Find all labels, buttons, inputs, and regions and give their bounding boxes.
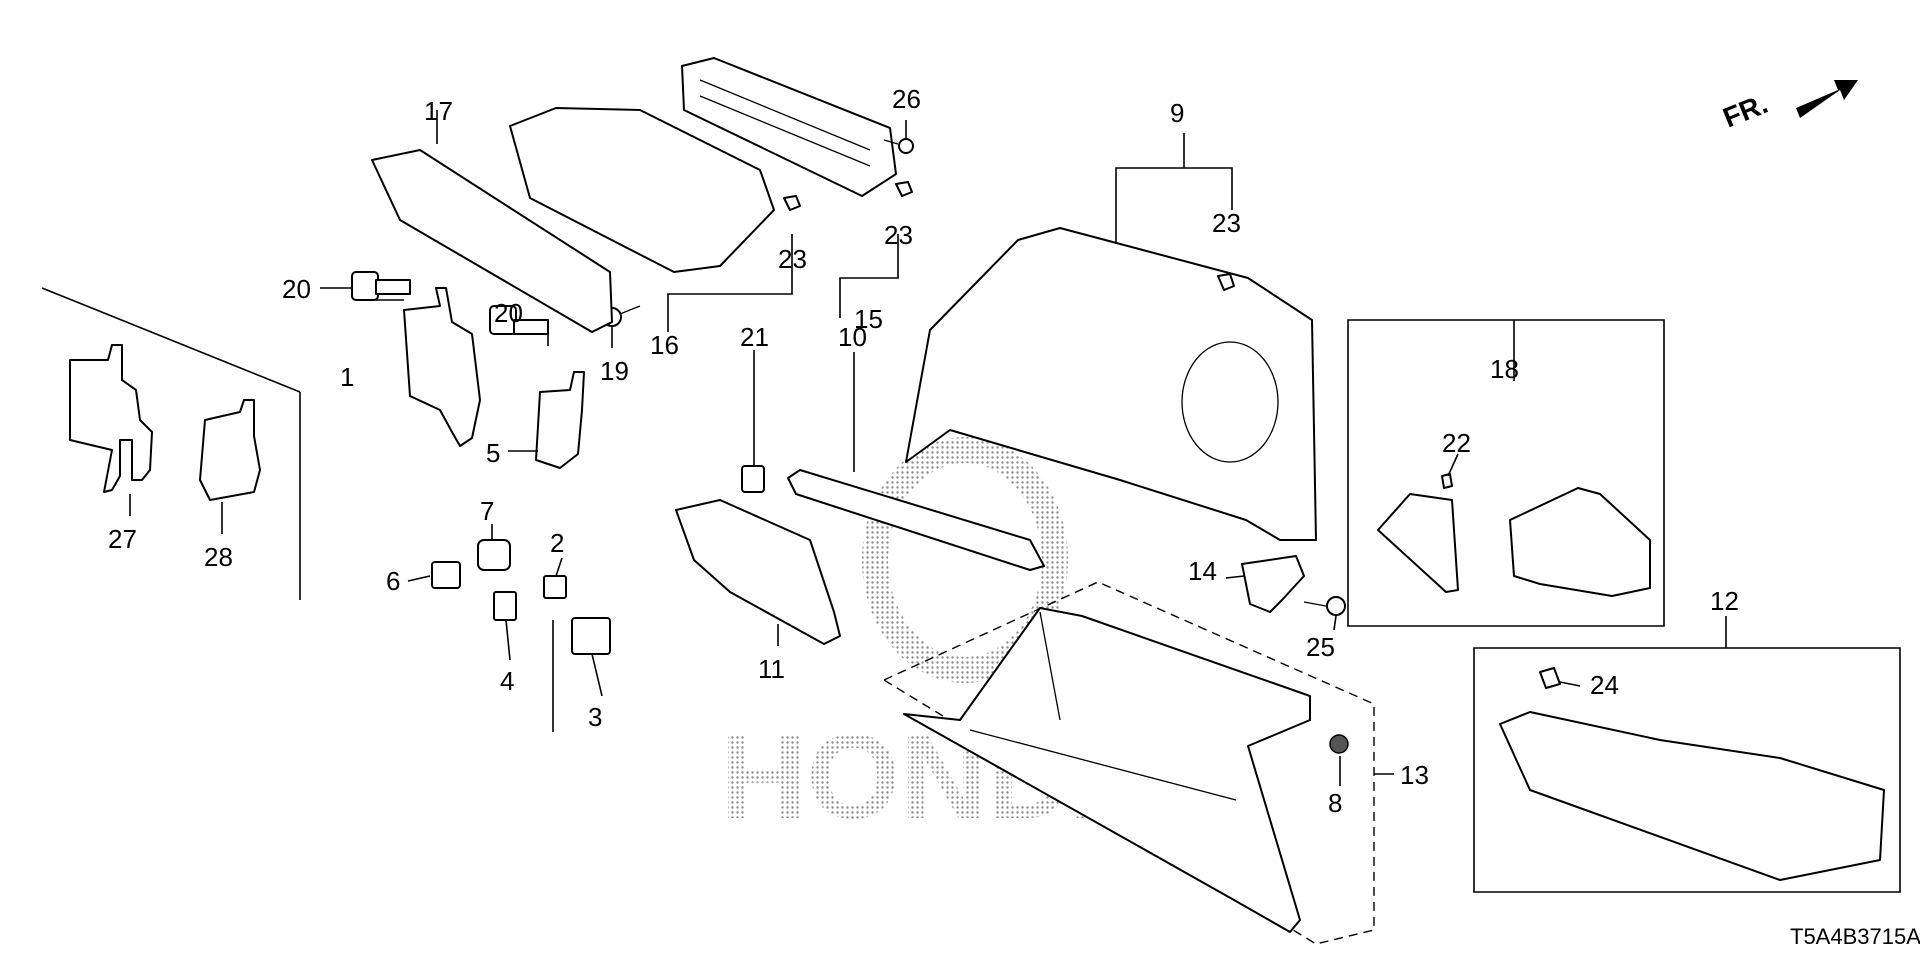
label-part-23: 23 — [778, 244, 807, 274]
label-part-23: 23 — [1212, 208, 1241, 238]
label-part-20: 20 — [282, 274, 311, 304]
part-7-socket[interactable] — [477, 539, 511, 571]
part-9-lower-dash-panel[interactable] — [905, 227, 1317, 541]
part-4-switch[interactable] — [493, 591, 517, 621]
part-1-bracket[interactable] — [403, 287, 481, 447]
part-20-bolt[interactable] — [489, 305, 549, 335]
part-21-clip[interactable] — [741, 465, 765, 493]
part-3-switch[interactable] — [571, 617, 611, 655]
part-8-bumper[interactable] — [1329, 734, 1349, 754]
vent-louvers — [699, 79, 871, 167]
part-16-upper-panel[interactable] — [509, 107, 775, 273]
part-26-screw[interactable] — [883, 138, 914, 154]
direction-arrow-icon — [1796, 80, 1858, 118]
part-13-glove-box[interactable] — [903, 607, 1311, 933]
label-part-21: 21 — [740, 322, 769, 352]
part-labels: 17 16 23 23 15 26 9 23 18 22 12 24 20 20… — [108, 84, 1739, 818]
part-11-lower-panel[interactable] — [675, 499, 841, 645]
part-23-clip[interactable] — [895, 181, 913, 197]
part-23-clip[interactable] — [1217, 273, 1235, 291]
label-part-3: 3 — [588, 702, 602, 732]
divider-line — [41, 287, 301, 393]
label-part-9: 9 — [1170, 98, 1184, 128]
label-part-17: 17 — [424, 96, 453, 126]
label-part-4: 4 — [500, 666, 514, 696]
label-part-2: 2 — [550, 528, 564, 558]
label-part-28: 28 — [204, 542, 233, 572]
label-part-20: 20 — [494, 298, 523, 328]
part-25-screw[interactable] — [1303, 596, 1346, 616]
drawing-code: T5A4B3715A — [1790, 924, 1920, 949]
callout-lines — [129, 110, 1727, 786]
label-part-14: 14 — [1188, 556, 1217, 586]
label-part-19: 19 — [600, 356, 629, 386]
part-12-glove-box-inner[interactable] — [1499, 711, 1885, 881]
part-23-clip[interactable] — [783, 195, 801, 211]
direction-label: FR. — [1719, 88, 1772, 134]
part-27-bracket[interactable] — [69, 344, 153, 493]
label-part-6: 6 — [386, 566, 400, 596]
label-part-16: 16 — [650, 330, 679, 360]
label-part-5: 5 — [486, 438, 500, 468]
label-part-25: 25 — [1306, 632, 1335, 662]
label-part-22: 22 — [1442, 428, 1471, 458]
label-part-18: 18 — [1490, 354, 1519, 384]
part-22-clip[interactable] — [1441, 473, 1453, 489]
part-10-trim-strip[interactable] — [787, 469, 1045, 571]
part-18-group-box — [1347, 319, 1665, 627]
front-direction-indicator: FR. — [1719, 80, 1858, 134]
label-part-1: 1 — [340, 362, 354, 392]
part-18-vent-assembly[interactable] — [1509, 487, 1651, 597]
watermark-emblem — [862, 437, 1068, 683]
label-part-15: 15 — [854, 304, 883, 334]
part-24-clip[interactable] — [1539, 667, 1561, 689]
part-20-bolt[interactable] — [351, 271, 411, 301]
part-15-vent[interactable] — [681, 57, 897, 197]
part-28-bracket[interactable] — [199, 399, 261, 501]
label-part-11: 11 — [758, 654, 785, 684]
part-17-bezel[interactable] — [371, 149, 613, 333]
part-12-group-box — [1473, 647, 1901, 893]
glove-box-edges — [969, 611, 1237, 801]
label-part-27: 27 — [108, 524, 137, 554]
part-2-switch[interactable] — [543, 575, 567, 599]
label-part-7: 7 — [480, 496, 494, 526]
part-14-bracket[interactable] — [1241, 555, 1305, 613]
label-part-12: 12 — [1710, 586, 1739, 616]
part-18-vent-bezel[interactable] — [1377, 493, 1459, 593]
part-9-vent-opening — [1181, 341, 1279, 463]
label-part-23: 23 — [884, 220, 913, 250]
label-part-10: 10 — [838, 322, 867, 352]
label-part-13: 13 — [1400, 760, 1429, 790]
part-5-bracket[interactable] — [535, 371, 585, 469]
label-part-8: 8 — [1328, 788, 1342, 818]
label-part-26: 26 — [892, 84, 921, 114]
label-part-24: 24 — [1590, 670, 1619, 700]
part-6-switch[interactable] — [431, 561, 461, 589]
